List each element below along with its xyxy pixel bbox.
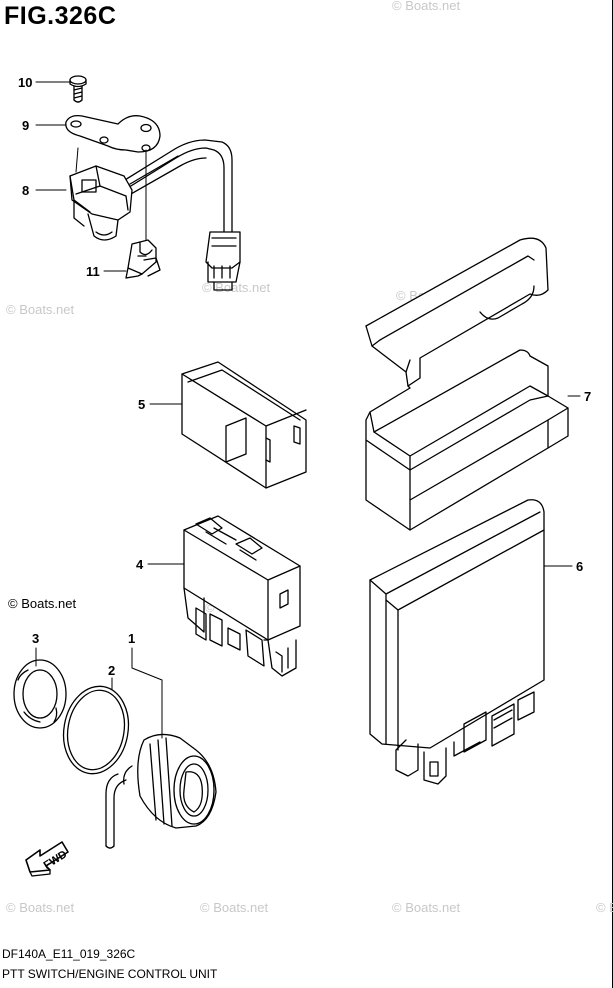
- callout-4: 4: [136, 557, 144, 572]
- part-10-screw: [69, 75, 87, 103]
- part-3-ring: [13, 659, 67, 729]
- callout-9: 9: [22, 118, 29, 133]
- part-1-ptt-switch-assembly: [105, 733, 217, 849]
- watermark-text: © Boats.net: [6, 302, 75, 317]
- part-8-ptt-switch: [69, 139, 241, 291]
- callout-10: 10: [18, 75, 32, 90]
- part-11-clip: [125, 239, 161, 279]
- leader-lines: [35, 81, 581, 739]
- callout-6: 6: [576, 559, 583, 574]
- part-9-bracket: [65, 114, 161, 153]
- watermark-text: © Boats.net: [392, 900, 461, 915]
- part-2-o-ring: [62, 685, 130, 775]
- callout-3: 3: [32, 631, 39, 646]
- figure-caption: PTT SWITCH/ENGINE CONTROL UNIT: [2, 967, 218, 981]
- part-7-frame-cover: [365, 237, 569, 531]
- callout-11: 11: [86, 264, 100, 279]
- figure-code: DF140A_E11_019_326C: [2, 947, 136, 961]
- watermark-text: © Boats.net: [200, 900, 269, 915]
- part-6-ecu: [369, 499, 545, 785]
- callout-1: 1: [128, 631, 135, 646]
- watermark-text-dark: © Boats.net: [8, 596, 77, 611]
- figure-title: FIG.326C: [4, 2, 117, 30]
- part-5-cover: [181, 361, 307, 489]
- fwd-arrow: FWD: [25, 841, 69, 877]
- callout-5: 5: [138, 397, 145, 412]
- watermark-text: © Boats.net: [596, 900, 613, 915]
- part-4-module: [183, 515, 301, 677]
- callout-2: 2: [108, 663, 115, 678]
- callout-8: 8: [22, 183, 29, 198]
- watermark-text: © Boats.net: [392, 0, 461, 13]
- watermark-text: © Boats.net: [202, 280, 271, 295]
- callouts: 10 9 8 11 5 4 7 6 3 2 1: [18, 75, 591, 678]
- watermark-text: © Boats.net: [6, 900, 75, 915]
- callout-7: 7: [584, 389, 591, 404]
